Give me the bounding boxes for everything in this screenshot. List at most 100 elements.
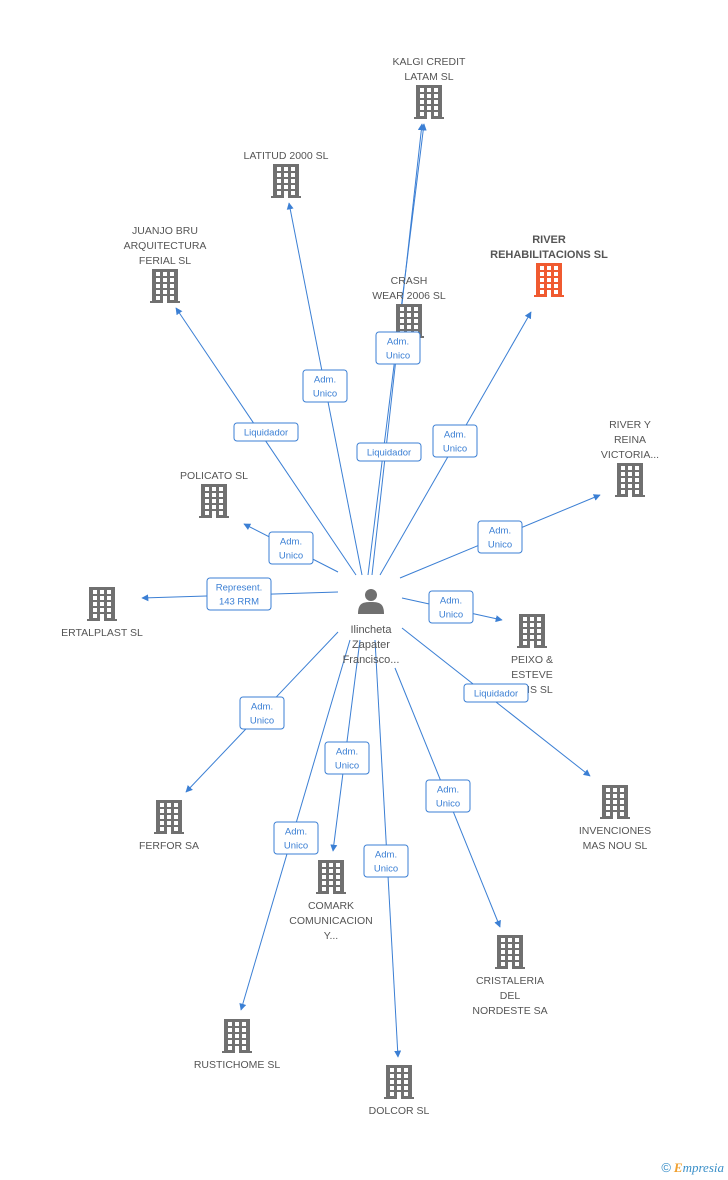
edge-label-text: Unico [488, 540, 512, 551]
person-name: Ilincheta [351, 624, 393, 636]
empresia-watermark: ©Empresia [661, 1160, 724, 1176]
edge-label-comark[interactable]: Adm.Unico [324, 741, 370, 775]
edge-label-text: Unico [279, 551, 303, 562]
company-label: POLICATO SL [180, 470, 248, 482]
brand-e: E [673, 1160, 683, 1175]
building-icon[interactable] [271, 164, 301, 198]
company-label: FERIAL SL [139, 255, 191, 267]
building-icon[interactable] [534, 263, 564, 297]
person-name: Zapater [352, 639, 390, 651]
company-label: DOLCOR SL [369, 1105, 430, 1117]
edge-label-policato[interactable]: Adm. Unico [268, 531, 314, 565]
company-label: ARQUITECTURA [124, 240, 207, 252]
edge-label-box [463, 683, 529, 703]
edge-label-text: Adm. [489, 526, 511, 537]
company-label: Y... [324, 930, 338, 942]
edge-label-box [268, 531, 314, 565]
edge-label-text: Represent. [216, 583, 262, 594]
company-node-dolcor[interactable]: DOLCOR SL [369, 1065, 430, 1117]
company-label: LATAM SL [404, 71, 453, 83]
edge-label-dolcor[interactable]: Adm.Unico [363, 844, 409, 878]
company-label: KALGI CREDIT [393, 56, 467, 68]
edge-label-text: Adm. [280, 537, 302, 548]
edge-label-text: Unico [374, 864, 398, 875]
edge-label-box [206, 577, 272, 611]
building-icon[interactable] [222, 1019, 252, 1053]
edge-label-text: Adm. [314, 375, 336, 386]
company-label: RIVER [532, 234, 566, 246]
company-node-crash[interactable]: CRASH WEAR 2006 SL [372, 275, 446, 338]
edge-label-ferfor[interactable]: Adm.Unico [239, 696, 285, 730]
company-node-invenciones[interactable]: INVENCIONES MAS NOU SL [579, 785, 651, 852]
company-label: RUSTICHOME SL [194, 1059, 281, 1071]
brand-rest: mpresia [682, 1160, 724, 1175]
edge-label-rustichome[interactable]: Adm.Unico [273, 821, 319, 855]
edge-label-river-rehab[interactable]: Adm. Unico [432, 424, 478, 458]
company-label: WEAR 2006 SL [372, 290, 446, 302]
edge-label-box [356, 442, 422, 462]
company-node-river-rehab[interactable]: RIVER REHABILITACIONS SL [490, 234, 608, 297]
company-label: ERTALPLAST SL [61, 627, 143, 639]
edge-label-latitud[interactable]: Adm.Unico [302, 369, 348, 403]
company-node-comark[interactable]: COMARK COMUNICACION Y... [289, 860, 373, 942]
company-node-river-reina[interactable]: RIVER YREINAVICTORIA... [601, 419, 659, 497]
center-node[interactable]: IlinchetaZapaterFrancisco... [343, 589, 400, 666]
edge-label-box [477, 520, 523, 554]
building-icon[interactable] [316, 860, 346, 894]
edge-label-river-reina[interactable]: Adm. Unico [477, 520, 523, 554]
edge-label-box [273, 821, 319, 855]
building-icon[interactable] [600, 785, 630, 819]
company-node-ertalplast[interactable]: ERTALPLAST SL [61, 587, 143, 639]
company-label: CRISTALERIA [476, 975, 544, 987]
building-icon[interactable] [495, 935, 525, 969]
company-label: CRASH [391, 275, 428, 287]
edge-label-text: Unico [250, 716, 274, 727]
edge-label-box [425, 779, 471, 813]
edge-label-invenciones[interactable]: Liquidador [463, 683, 529, 703]
edge-label-juanjo[interactable]: Liquidador [233, 422, 299, 442]
edge-label-text: Adm. [336, 747, 358, 758]
company-label: INVENCIONES [579, 825, 651, 837]
company-label: DEL [500, 990, 521, 1002]
edge-label-kalgi[interactable]: Liquidador [356, 442, 422, 462]
edge-label-text: Adm. [440, 596, 462, 607]
person-icon [358, 589, 384, 614]
edge-label-text: Unico [443, 444, 467, 455]
company-label: MAS NOU SL [583, 840, 648, 852]
building-icon[interactable] [517, 614, 547, 648]
building-icon[interactable] [414, 85, 444, 119]
company-node-kalgi[interactable]: KALGI CREDIT LATAM SL [393, 56, 467, 119]
edge-label-ertalplast[interactable]: Represent. 143 RRM [206, 577, 272, 611]
person-name: Francisco... [343, 654, 400, 666]
building-icon[interactable] [199, 484, 229, 518]
building-icon[interactable] [154, 800, 184, 834]
building-icon[interactable] [384, 1065, 414, 1099]
company-node-rustichome[interactable]: RUSTICHOME SL [194, 1019, 281, 1071]
edge-label-kalgi[interactable]: Adm.Unico [375, 331, 421, 365]
edge-label-box [302, 369, 348, 403]
building-icon[interactable] [87, 587, 117, 621]
company-node-policato[interactable]: POLICATO SL [180, 470, 248, 518]
edge-label-text: Adm. [444, 430, 466, 441]
company-label: COMUNICACION [289, 915, 372, 927]
edge-label-cristaleria[interactable]: Adm.Unico [425, 779, 471, 813]
edge-label-box [324, 741, 370, 775]
company-label: REHABILITACIONS SL [490, 249, 608, 261]
company-label: RIVER Y [609, 419, 651, 431]
company-label: REINA [614, 434, 646, 446]
edge-label-text: Unico [436, 799, 460, 810]
building-icon[interactable] [615, 463, 645, 497]
edge-label-box [428, 590, 474, 624]
edge-label-peixo[interactable]: Adm.Unico [428, 590, 474, 624]
copyright-icon: © [661, 1160, 671, 1175]
edge-label-text: 143 RRM [219, 597, 259, 608]
building-icon[interactable] [150, 269, 180, 303]
company-node-latitud[interactable]: LATITUD 2000 SL [243, 150, 329, 198]
company-label: ESTEVE [511, 669, 552, 681]
company-label: COMARK [308, 900, 354, 912]
company-node-ferfor[interactable]: FERFOR SA [139, 800, 199, 852]
